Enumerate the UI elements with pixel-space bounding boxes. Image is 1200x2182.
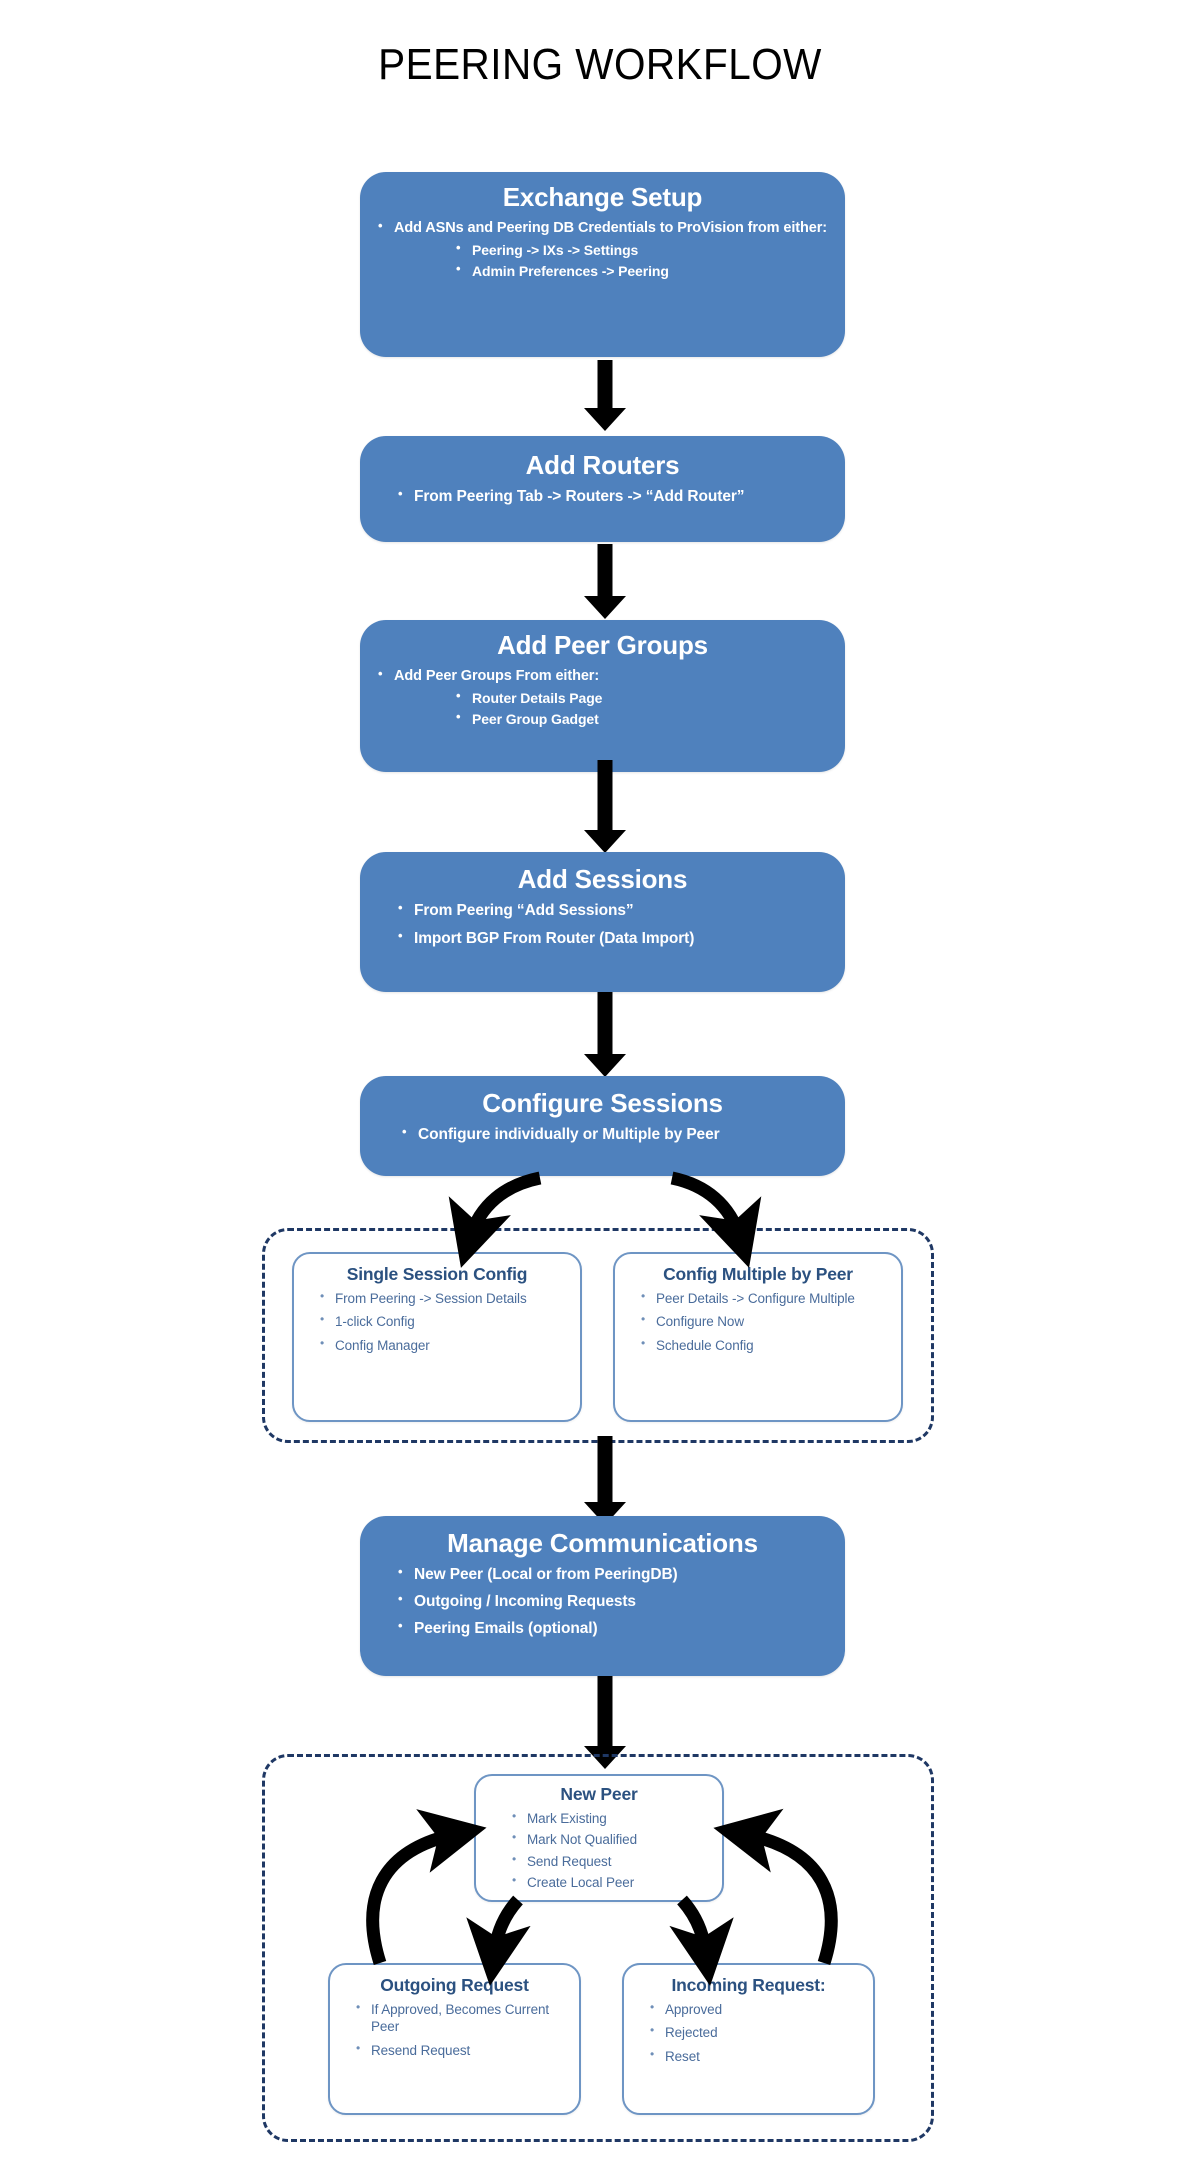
arrow-add-peer-groups-to-add-sessions — [570, 760, 640, 856]
stage-bullet: Add ASNs and Peering DB Credentials to P… — [376, 218, 829, 238]
stage-sub-bullet: Peering -> IXs -> Settings — [454, 240, 829, 259]
page-title: PEERING WORKFLOW — [378, 40, 822, 89]
subbox-bullet: Resend Request — [354, 2041, 567, 2059]
subbox-bullet: Reset — [648, 2047, 861, 2065]
stage-sub-bullet-list: Peering -> IXs -> Settings Admin Prefere… — [454, 240, 829, 280]
arrow-add-routers-to-add-peer-groups — [570, 544, 640, 620]
subbox-title: Incoming Request: — [671, 1975, 826, 1995]
stage-configure-sessions[interactable]: Configure Sessions Configure individuall… — [360, 1076, 845, 1176]
stage-bullet: Add Peer Groups From either: — [376, 666, 829, 686]
stage-add-sessions[interactable]: Add Sessions From Peering “Add Sessions”… — [360, 852, 845, 992]
stage-bullet-list: From Peering “Add Sessions” Import BGP F… — [396, 900, 829, 949]
peer-request-group — [262, 1754, 934, 2142]
subbox-title: New Peer — [560, 1784, 638, 1804]
subbox-bullet-list: If Approved, Becomes Current Peer Resend… — [342, 2000, 567, 2059]
subbox-bullet: Schedule Config — [639, 1336, 889, 1354]
arrow-manage-communications-to-peer-group — [570, 1676, 640, 1772]
stage-bullet-list: New Peer (Local or from PeeringDB) Outgo… — [396, 1564, 829, 1639]
stage-sub-bullet: Router Details Page — [454, 688, 829, 707]
subbox-incoming-request[interactable]: Incoming Request: Approved Rejected Rese… — [622, 1963, 875, 2115]
subbox-bullet-list: From Peering -> Session Details 1-click … — [306, 1289, 568, 1354]
stage-bullet: Peering Emails (optional) — [396, 1618, 829, 1639]
stage-bullet-list: From Peering Tab -> Routers -> “Add Rout… — [396, 486, 829, 507]
stage-title: Add Routers — [525, 450, 680, 480]
stage-bullet: From Peering “Add Sessions” — [396, 900, 829, 921]
stage-title: Exchange Setup — [502, 182, 703, 212]
subbox-bullet: Configure Now — [639, 1312, 889, 1330]
stage-title: Configure Sessions — [482, 1088, 723, 1118]
subbox-bullet: If Approved, Becomes Current Peer — [354, 2000, 567, 2036]
stage-bullet: New Peer (Local or from PeeringDB) — [396, 1564, 829, 1585]
stage-add-routers[interactable]: Add Routers From Peering Tab -> Routers … — [360, 436, 845, 542]
subbox-new-peer[interactable]: New Peer Mark Existing Mark Not Qualifie… — [474, 1774, 724, 1902]
subbox-bullet: Mark Existing — [510, 1809, 710, 1827]
subbox-bullet: Mark Not Qualified — [510, 1830, 710, 1848]
stage-bullet-list: Configure individually or Multiple by Pe… — [400, 1124, 829, 1145]
subbox-config-multiple-by-peer[interactable]: Config Multiple by Peer Peer Details -> … — [613, 1252, 903, 1422]
subbox-bullet: Rejected — [648, 2023, 861, 2041]
subbox-bullet-list: Approved Rejected Reset — [636, 2000, 861, 2065]
stage-sub-bullet-list: Router Details Page Peer Group Gadget — [454, 688, 829, 728]
stage-title: Add Sessions — [517, 864, 688, 894]
stage-sub-bullet: Admin Preferences -> Peering — [454, 261, 829, 280]
subbox-bullet: From Peering -> Session Details — [318, 1289, 568, 1307]
subbox-bullet: Peer Details -> Configure Multiple — [639, 1289, 889, 1307]
stage-bullet: Configure individually or Multiple by Pe… — [400, 1124, 829, 1145]
arrow-add-sessions-to-configure-sessions — [570, 992, 640, 1080]
stage-title: Manage Communications — [447, 1528, 758, 1558]
subbox-bullet: Send Request — [510, 1852, 710, 1870]
subbox-bullet-list: Mark Existing Mark Not Qualified Send Re… — [488, 1809, 710, 1891]
stage-add-peer-groups[interactable]: Add Peer Groups Add Peer Groups From eit… — [360, 620, 845, 772]
stage-bullet-list: Add Peer Groups From either: — [376, 666, 829, 686]
stage-bullet: Import BGP From Router (Data Import) — [396, 928, 829, 949]
stage-bullet: From Peering Tab -> Routers -> “Add Rout… — [396, 486, 829, 507]
arrow-config-group-to-manage-communications — [570, 1436, 640, 1528]
stage-title: Add Peer Groups — [497, 630, 708, 660]
stage-bullet-list: Add ASNs and Peering DB Credentials to P… — [376, 218, 829, 238]
subbox-bullet: Create Local Peer — [510, 1873, 710, 1891]
subbox-title: Config Multiple by Peer — [663, 1264, 853, 1284]
subbox-bullet: Approved — [648, 2000, 861, 2018]
stage-manage-communications[interactable]: Manage Communications New Peer (Local or… — [360, 1516, 845, 1676]
stage-sub-bullet: Peer Group Gadget — [454, 709, 829, 728]
subbox-title: Outgoing Request — [380, 1975, 529, 1995]
subbox-bullet: Config Manager — [318, 1336, 568, 1354]
stage-exchange-setup[interactable]: Exchange Setup Add ASNs and Peering DB C… — [360, 172, 845, 357]
subbox-title: Single Session Config — [346, 1264, 528, 1284]
stage-bullet: Outgoing / Incoming Requests — [396, 1591, 829, 1612]
subbox-outgoing-request[interactable]: Outgoing Request If Approved, Becomes Cu… — [328, 1963, 581, 2115]
subbox-bullet-list: Peer Details -> Configure Multiple Confi… — [627, 1289, 889, 1354]
arrow-exchange-setup-to-add-routers — [570, 360, 640, 432]
subbox-single-session-config[interactable]: Single Session Config From Peering -> Se… — [292, 1252, 582, 1422]
subbox-bullet: 1-click Config — [318, 1312, 568, 1330]
